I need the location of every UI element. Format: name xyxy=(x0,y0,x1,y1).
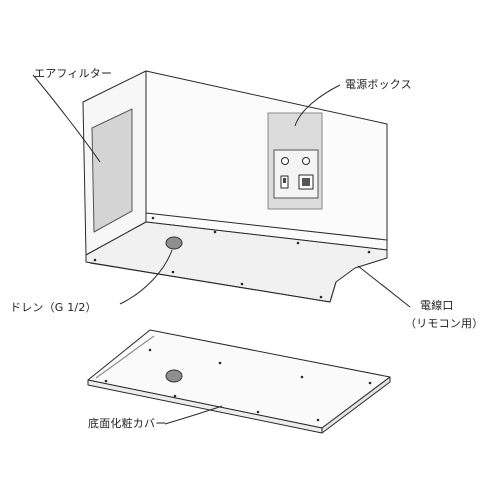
air-filter xyxy=(91,108,133,233)
cover-drain-hole xyxy=(165,369,183,383)
label-air-filter: エアフィルター xyxy=(34,67,113,80)
leader-bottom-cover xyxy=(164,405,223,425)
label-drain: ドレン（G 1/2） xyxy=(10,301,97,314)
leader-wire-port xyxy=(357,265,411,308)
power-indicator-right xyxy=(302,157,310,165)
cover-screws xyxy=(104,348,372,422)
label-bottom-cover: 底面化粧カバー xyxy=(88,417,167,430)
drain-hole xyxy=(165,236,183,250)
leader-air-filter xyxy=(32,74,101,163)
unit-front-face xyxy=(145,70,388,251)
flange-screws xyxy=(93,216,371,299)
label-power-box: 電源ボックス xyxy=(345,78,412,91)
label-wire-port: 電線口 xyxy=(420,299,454,312)
label-wire-port-note: （リモコン用） xyxy=(405,317,484,330)
leader-drain xyxy=(119,249,173,305)
power-box-plate xyxy=(273,149,319,199)
leader-power-box xyxy=(294,84,341,127)
power-indicator-left xyxy=(281,157,289,165)
bottom-cover-side xyxy=(321,376,391,434)
